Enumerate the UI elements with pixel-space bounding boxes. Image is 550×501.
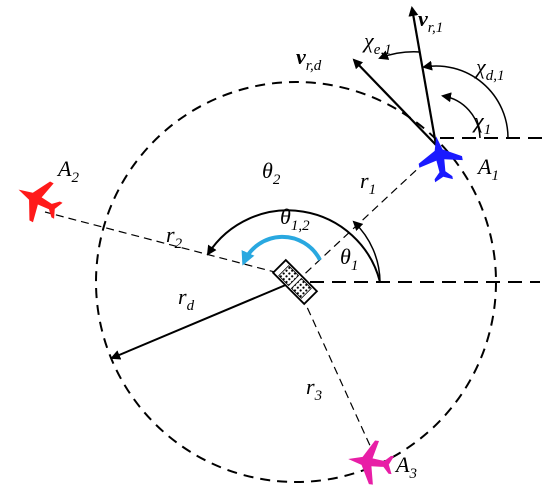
label-a1: A1 [476, 154, 499, 184]
label-chi-e1: χe,1 [362, 28, 392, 58]
label-chi-d1: χd,1 [474, 54, 504, 84]
label-rd: rd [178, 284, 195, 314]
label-r1: r1 [360, 168, 376, 198]
aircraft-a1-icon [418, 136, 463, 183]
velocity-vr1-arrow [408, 6, 438, 146]
drone-icon [271, 258, 319, 306]
arc-chi-d1 [422, 60, 509, 139]
label-r3: r3 [306, 374, 322, 404]
label-a2: A2 [56, 156, 79, 186]
arc-chi-1 [441, 92, 481, 139]
aircraft-a3-icon [348, 440, 395, 485]
label-vrd: vr,d [296, 44, 322, 74]
velocity-vrd-arrow [352, 58, 437, 146]
label-vr1: vr,1 [418, 6, 443, 36]
label-r2: r2 [166, 222, 183, 252]
label-theta-2: θ2 [262, 158, 281, 188]
label-chi-1: χ1 [472, 108, 491, 138]
label-theta-1: θ1 [340, 244, 358, 274]
radius-rd-arrow [110, 283, 289, 360]
arc-chi-e1 [378, 50, 421, 60]
line-r3 [301, 295, 373, 451]
label-a3: A3 [394, 452, 417, 482]
label-theta-12: θ1,2 [280, 204, 310, 234]
aircraft-a2-icon [18, 181, 63, 223]
arc-theta-2 [206, 209, 381, 283]
arc-theta-1 [352, 220, 381, 283]
arc-theta-12 [241, 234, 322, 266]
